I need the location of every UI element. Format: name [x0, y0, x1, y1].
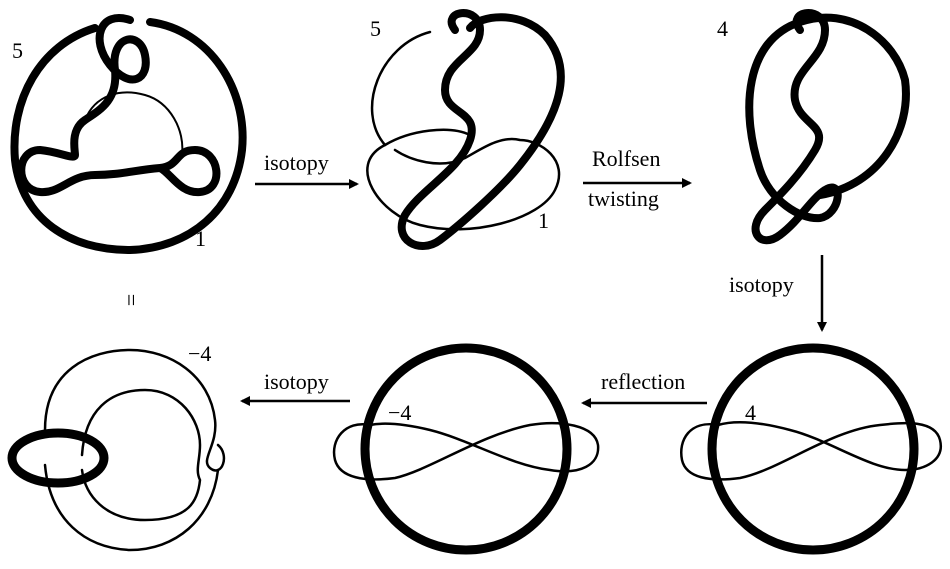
- arrow-3-isotopy: isotopy: [729, 255, 822, 330]
- panel-2-framing-bottom: 1: [538, 208, 549, 233]
- arrow-2-rolfsen-twisting: Rolfsen twisting: [583, 146, 690, 211]
- panel-4-circle: [712, 348, 914, 550]
- panel-1-outer-component: [14, 22, 242, 250]
- panel-5-knot-diagram: −4: [334, 348, 598, 550]
- panel-6-small-ring: [12, 433, 104, 483]
- panel-1-framing-bottom: 1: [195, 226, 206, 251]
- panel-1-trefoil-with-circle: 5 1: [12, 18, 243, 251]
- panel-6-outer-ring: [45, 350, 224, 550]
- arrow-3-label: isotopy: [729, 272, 794, 297]
- arrow-4-label: reflection: [601, 369, 685, 394]
- panel-3-knot-diagram: 4: [717, 13, 906, 240]
- panel-6-framing: −4: [188, 341, 211, 366]
- arrow-1-isotopy: isotopy: [255, 150, 357, 184]
- arrow-1-label: isotopy: [264, 150, 329, 175]
- panel-4-figure-eight: [681, 422, 941, 479]
- arrow-2-label-bottom: twisting: [588, 186, 659, 211]
- panel-3-framing-top: 4: [717, 16, 728, 41]
- panel-5-framing: −4: [388, 400, 411, 425]
- equals-sign: =: [119, 294, 144, 306]
- panel-2-twisted-band: [402, 13, 561, 246]
- panel-1-trefoil: [21, 18, 216, 192]
- arrow-5-isotopy: isotopy: [242, 369, 350, 401]
- panel-1-framing-top: 5: [12, 38, 23, 63]
- panel-5-figure-eight: [334, 423, 598, 479]
- arrow-5-label: isotopy: [264, 369, 329, 394]
- panel-4-framing: 4: [745, 400, 756, 425]
- arrow-2-label-top: Rolfsen: [592, 146, 660, 171]
- panel-2-framing-top: 5: [370, 16, 381, 41]
- arrow-4-reflection: reflection: [583, 369, 707, 403]
- panel-6-knot-diagram: −4: [12, 341, 224, 550]
- panel-4-knot-diagram: 4: [681, 348, 941, 550]
- panel-2-knot-diagram: 5 1: [367, 13, 561, 246]
